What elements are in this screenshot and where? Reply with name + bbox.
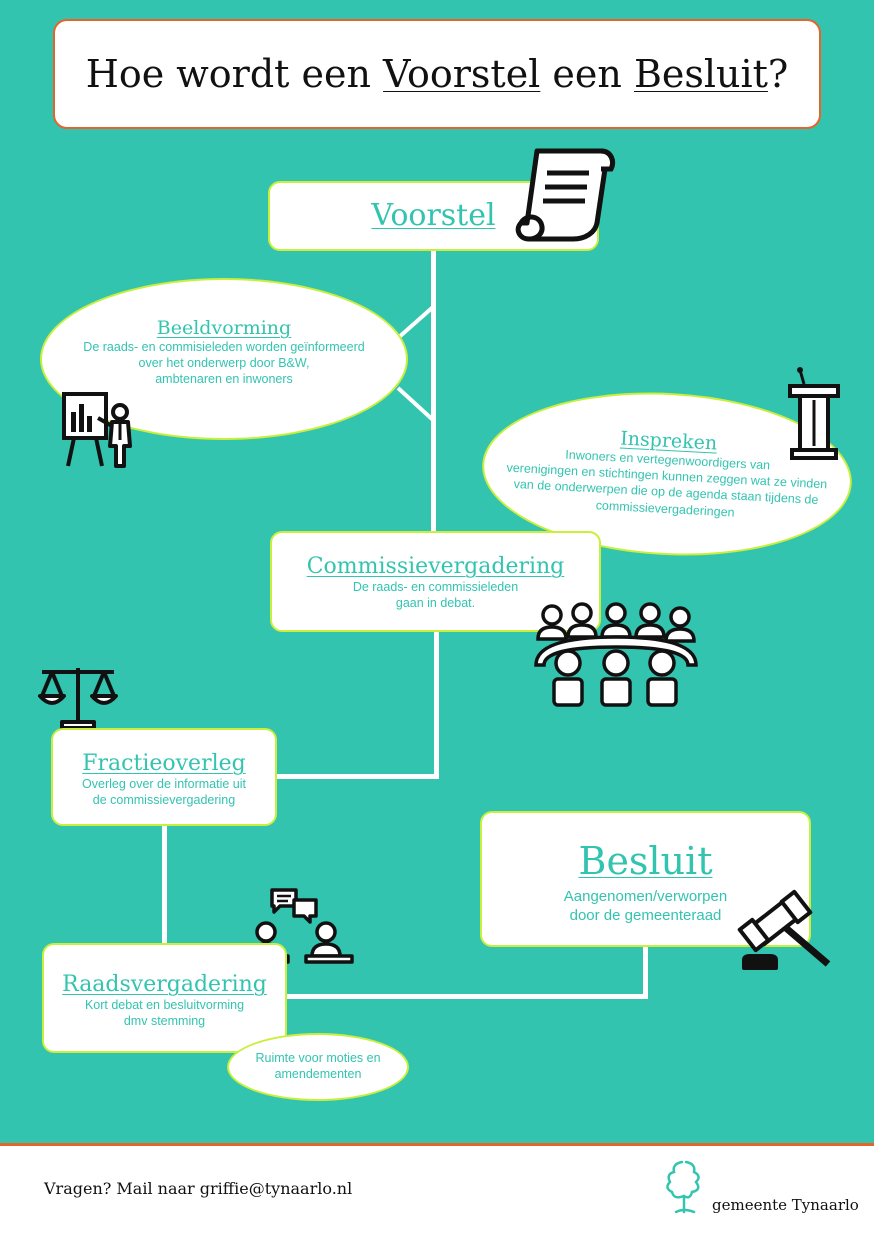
beeldvorming-heading: Beeldvorming [156, 317, 292, 339]
step-moties: Ruimte voor moties en amendementen [227, 1033, 409, 1101]
tree-logo-icon [666, 1160, 700, 1214]
step-fractieoverleg: Fractieoverleg Overleg over de informati… [51, 728, 277, 826]
fractieoverleg-line-1: Overleg over de informatie uit [82, 777, 246, 792]
page-title: Hoe wordt een Voorstel een Besluit? [86, 52, 789, 96]
voorstel-heading: Voorstel [371, 198, 496, 233]
connector-raad-besluit-vertical [643, 946, 648, 999]
scales-icon [38, 668, 118, 730]
step-raadsvergadering: Raadsvergadering Kort debat en besluitvo… [42, 943, 287, 1053]
gavel-icon [737, 889, 831, 970]
commissievergadering-line-1: De raads- en commissieleden [352, 580, 519, 595]
presentation-icon [62, 392, 132, 468]
connector-fractie-raad [162, 824, 167, 946]
commissievergadering-heading: Commissievergadering [306, 554, 565, 579]
connector-commissie-fractie-horizontal [276, 774, 439, 779]
moties-line-1: Ruimte voor moties en [255, 1051, 381, 1065]
besluit-line-1: Aangenomen/verworpen [563, 887, 728, 905]
podium-icon [788, 367, 840, 460]
footer-contact: Vragen? Mail naar griffie@tynaarlo.nl [44, 1179, 353, 1198]
title-box: Hoe wordt een Voorstel een Besluit? [53, 19, 821, 129]
raadsvergadering-line-1: Kort debat en besluitvorming [84, 998, 245, 1013]
besluit-line-2: door de gemeenteraad [569, 907, 722, 925]
footer-logo-text: gemeente Tynaarlo [712, 1196, 859, 1214]
title-word-voorstel: Voorstel [383, 52, 541, 96]
step-besluit: Besluit Aangenomen/verworpen door de gem… [480, 811, 811, 947]
footer: Vragen? Mail naar griffie@tynaarlo.nl ge… [0, 1143, 874, 1240]
moties-line-2: amendementen [274, 1067, 362, 1082]
step-commissievergadering: Commissievergadering De raads- en commis… [270, 531, 601, 632]
besluit-heading: Besluit [578, 839, 713, 883]
beeldvorming-line-3: ambtenaren en inwoners [155, 372, 293, 387]
meeting-table-icon [534, 602, 698, 707]
title-part-1: Hoe wordt een [85, 52, 384, 96]
connector-commissie-fractie-vertical [434, 630, 439, 778]
fractieoverleg-heading: Fractieoverleg [82, 751, 246, 776]
beeldvorming-line-1: De raads- en commisieleden worden geïnfo… [83, 339, 365, 354]
title-word-besluit: Besluit [633, 52, 768, 96]
connector-raad-besluit-horizontal [284, 994, 647, 999]
fractieoverleg-line-2: de commissievergadering [92, 793, 236, 808]
beeldvorming-line-2: over het onderwerp door B&W, [138, 356, 310, 371]
raadsvergadering-heading: Raadsvergadering [62, 972, 267, 997]
title-part-2: een [540, 52, 634, 96]
title-part-3: ? [767, 52, 789, 96]
commissievergadering-line-2: gaan in debat. [395, 596, 476, 611]
scroll-icon [515, 148, 616, 242]
connector-voorstel-commissie [431, 249, 436, 532]
raadsvergadering-line-2: dmv stemming [123, 1014, 206, 1029]
